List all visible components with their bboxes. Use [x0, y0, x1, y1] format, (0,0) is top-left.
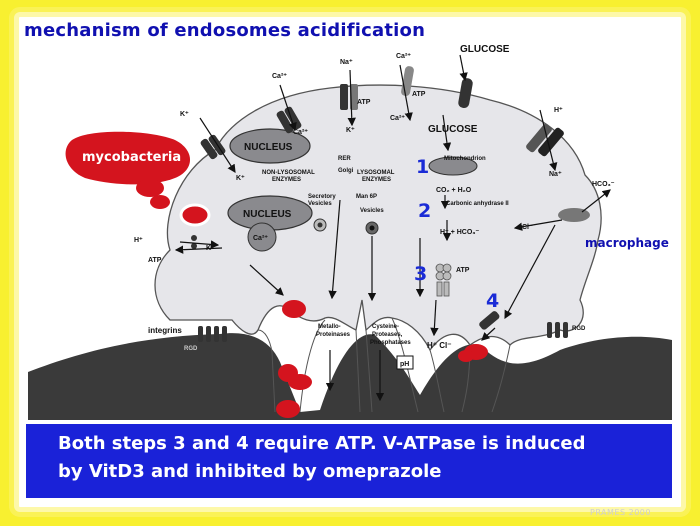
mycobacteria-label: mycobacteria: [82, 150, 182, 165]
step-4-marker: 4: [486, 290, 500, 312]
step-1-marker: 1: [416, 156, 430, 178]
atp-pump-label: ATP: [456, 267, 470, 274]
slide-title: mechanism of endosomes acidification: [24, 20, 426, 41]
step-2-marker: 2: [418, 200, 432, 222]
man6p-label: Man 6P: [356, 194, 377, 200]
red-bacteria: [276, 300, 488, 418]
cysteine-label-1: Cysteine-: [372, 324, 399, 330]
nucleus-mid-label: NUCLEUS: [243, 209, 292, 220]
ca-store: [247, 222, 277, 252]
h-hco3-label: H⁺ + HCO₃⁻: [440, 229, 480, 236]
cysteine-label-3: Phosphatases: [370, 340, 411, 346]
atp-top1-label: ATP: [357, 99, 371, 106]
rgd-left-label: RGD: [184, 346, 198, 352]
ca-ions-label: Ca²⁺: [396, 53, 411, 60]
glucose-top-label: GLUCOSE: [460, 44, 510, 55]
mitochondrion: [428, 156, 478, 176]
secretory-label-1: Secretory: [308, 194, 336, 200]
nucleus-top: [229, 128, 311, 164]
rer-label: RER: [338, 156, 351, 162]
integrins-group: [198, 322, 568, 342]
ph-box: [396, 355, 414, 370]
step-3-marker: 3: [414, 263, 428, 285]
glucose-inner-label: GLUCOSE: [428, 124, 478, 135]
bone-substrate: [28, 333, 672, 420]
k-ion-label: K⁺: [346, 127, 355, 134]
co2-label: CO₂ + H₂O: [436, 187, 472, 194]
carbonic-label: Carbonic anhydrase II: [446, 201, 509, 207]
caption-line-2: by VitD3 and inhibited by omeprazole: [58, 461, 442, 482]
svg-text:pH: pH: [400, 361, 409, 368]
h-right-label: H⁺: [554, 107, 563, 114]
metallo-label-1: Metallo-: [318, 324, 341, 330]
integrins-label: integrins: [148, 326, 182, 335]
ca-top-right-label: Ca²⁺: [390, 115, 405, 122]
golgi-label: Golgi: [338, 168, 354, 174]
h-cl-bottom-label: H⁺ Cl⁻: [427, 341, 451, 350]
rgd-right-label: RGD: [572, 326, 586, 332]
ca-mid-label: Ca²⁺: [293, 129, 308, 136]
metallo-label-2: Proteinases: [316, 332, 351, 338]
k-left-label: K⁺: [206, 245, 215, 252]
k-bottom-left-label: K⁺: [236, 175, 245, 182]
mycobacteria-body: [65, 131, 190, 185]
lyso-label-2: ENZYMES: [362, 177, 391, 183]
na-ion-label: Na⁺: [340, 59, 353, 66]
cl-inner-label: Cl⁻: [522, 224, 533, 231]
atp-left-label: ATP: [148, 257, 162, 264]
k-top-left-label: K⁺: [180, 111, 189, 118]
na-right-label: Na⁺: [549, 171, 562, 178]
secretory-label-2: Vesicles: [308, 201, 332, 207]
atp-top2-label: ATP: [412, 91, 426, 98]
ca-top-left-label: Ca²⁺: [272, 73, 287, 80]
vesicles-label: Vesicles: [360, 208, 384, 214]
caption-box: Both steps 3 and 4 require ATP. V-ATPase…: [26, 424, 672, 498]
h-left-label: H⁺: [134, 237, 143, 244]
non-lyso-label-2: ENZYMES: [272, 177, 301, 183]
caption-line-1: Both steps 3 and 4 require ATP. V-ATPase…: [58, 433, 586, 454]
cysteine-label-2: Proteases,: [372, 332, 403, 338]
ca-nucleus-side-label: Ca²⁺: [253, 235, 268, 242]
non-lyso-label-1: NON-LYSOSOMAL: [262, 170, 315, 176]
mitochondrion-label: Mitochondrion: [444, 156, 486, 162]
macrophage-label: macrophage: [585, 236, 669, 250]
v-atpase: [435, 263, 452, 297]
footer-credit: PRAMES 2000: [590, 508, 651, 517]
hco3-out-label: HCO₃⁻: [592, 181, 615, 188]
nucleus-top-label: NUCLEUS: [244, 142, 293, 153]
lyso-label-1: LYSOSOMAL: [357, 170, 395, 176]
